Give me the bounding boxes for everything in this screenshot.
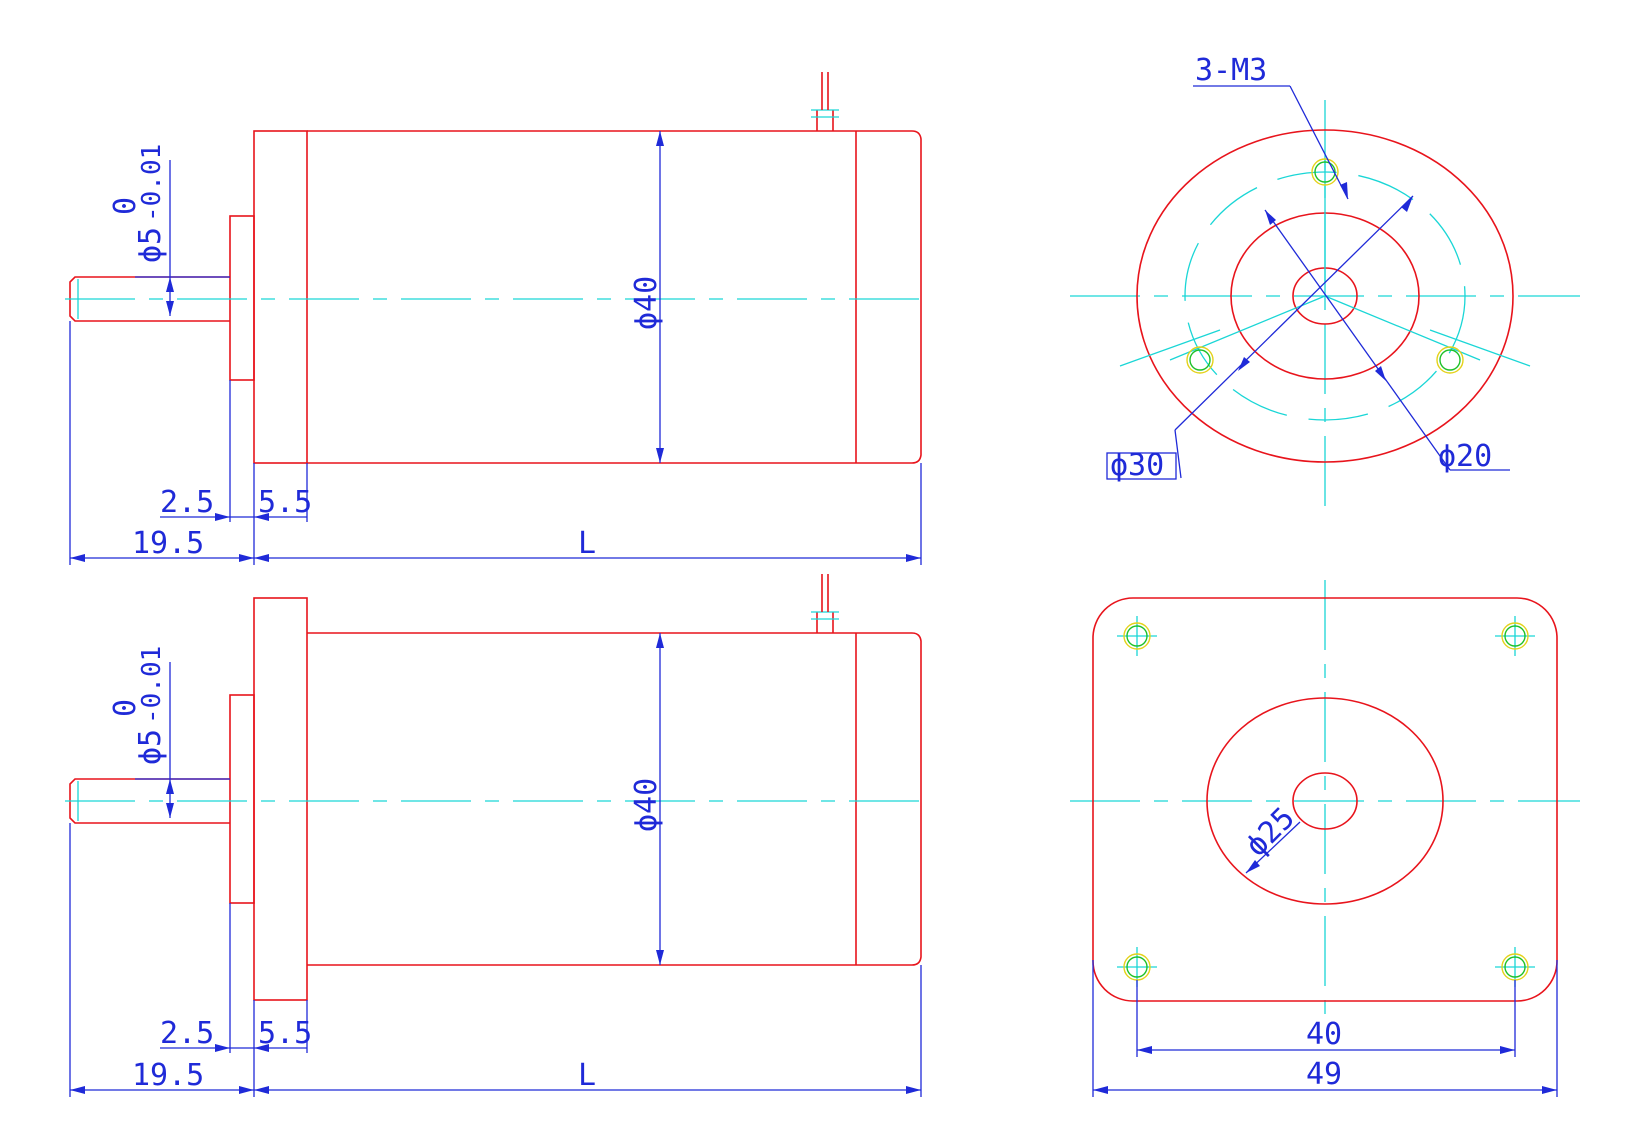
- boss-height-label-b: 5.5: [258, 1016, 312, 1051]
- pilot-diameter-label: ϕ20: [1438, 439, 1492, 474]
- boss-height-label: 5.5: [258, 485, 312, 520]
- pilot-diameter-square-label: ϕ25: [1239, 801, 1302, 864]
- body-length-label: L: [578, 526, 596, 561]
- boss-top: [229, 215, 255, 381]
- corner-hole: [1495, 616, 1535, 656]
- body-diameter-label-b: ϕ40: [629, 778, 664, 832]
- motor-body-top: [307, 130, 922, 464]
- shaft-diameter-label-b: ϕ5: [133, 729, 168, 765]
- flange-thickness-label: 2.5: [160, 485, 214, 520]
- shaft-length-label: 19.5: [132, 526, 204, 561]
- shaft-tolerance-upper: 0: [108, 197, 143, 215]
- pilot-outline-square: [1206, 697, 1444, 905]
- bolt-circle-label: ϕ30: [1110, 448, 1164, 483]
- mount-thread-label: 3-M3: [1195, 53, 1267, 88]
- body-diameter-label: ϕ40: [629, 276, 664, 330]
- motor-body-bottom: [307, 632, 922, 966]
- mount-hole: [1436, 346, 1464, 374]
- mount-hole: [1311, 158, 1339, 186]
- shaft-tolerance-upper-b: 0: [108, 699, 143, 717]
- flange-bottom: [253, 597, 308, 1001]
- flange-outline: [1136, 129, 1514, 463]
- flange-thickness-label-b: 2.5: [160, 1016, 214, 1051]
- dimensions-top: 0 ϕ5 -0.01 ϕ40 2.5 5.5 19.5 L: [69, 131, 922, 565]
- round-flange-view: 3-M3 ϕ30 ϕ20: [1070, 53, 1580, 520]
- shaft-tolerance-lower: -0.01: [137, 144, 167, 222]
- mount-hole: [1186, 346, 1214, 374]
- side-view-bottom: [65, 574, 930, 1001]
- shaft-length-label-b: 19.5: [132, 1058, 204, 1093]
- square-flange-outline: [1092, 597, 1558, 1002]
- flange-top: [253, 130, 308, 464]
- shaft-hole-square: [1292, 772, 1358, 830]
- cable-top: [816, 110, 834, 131]
- hole-spacing-label: 40: [1306, 1017, 1342, 1052]
- boss-bottom: [229, 694, 255, 904]
- square-flange-view: ϕ25 40 49: [1070, 580, 1580, 1097]
- side-view-top: [65, 72, 930, 464]
- shaft-diameter-label: ϕ5: [133, 227, 168, 263]
- corner-hole: [1117, 616, 1157, 656]
- cable-bottom: [816, 612, 834, 633]
- body-length-label-b: L: [578, 1058, 596, 1093]
- flange-width-label: 49: [1306, 1057, 1342, 1092]
- dimensions-bottom: 0 ϕ5 -0.01 ϕ40 2.5 5.5 19.5 L: [69, 633, 922, 1097]
- shaft-tolerance-lower-b: -0.01: [137, 646, 167, 724]
